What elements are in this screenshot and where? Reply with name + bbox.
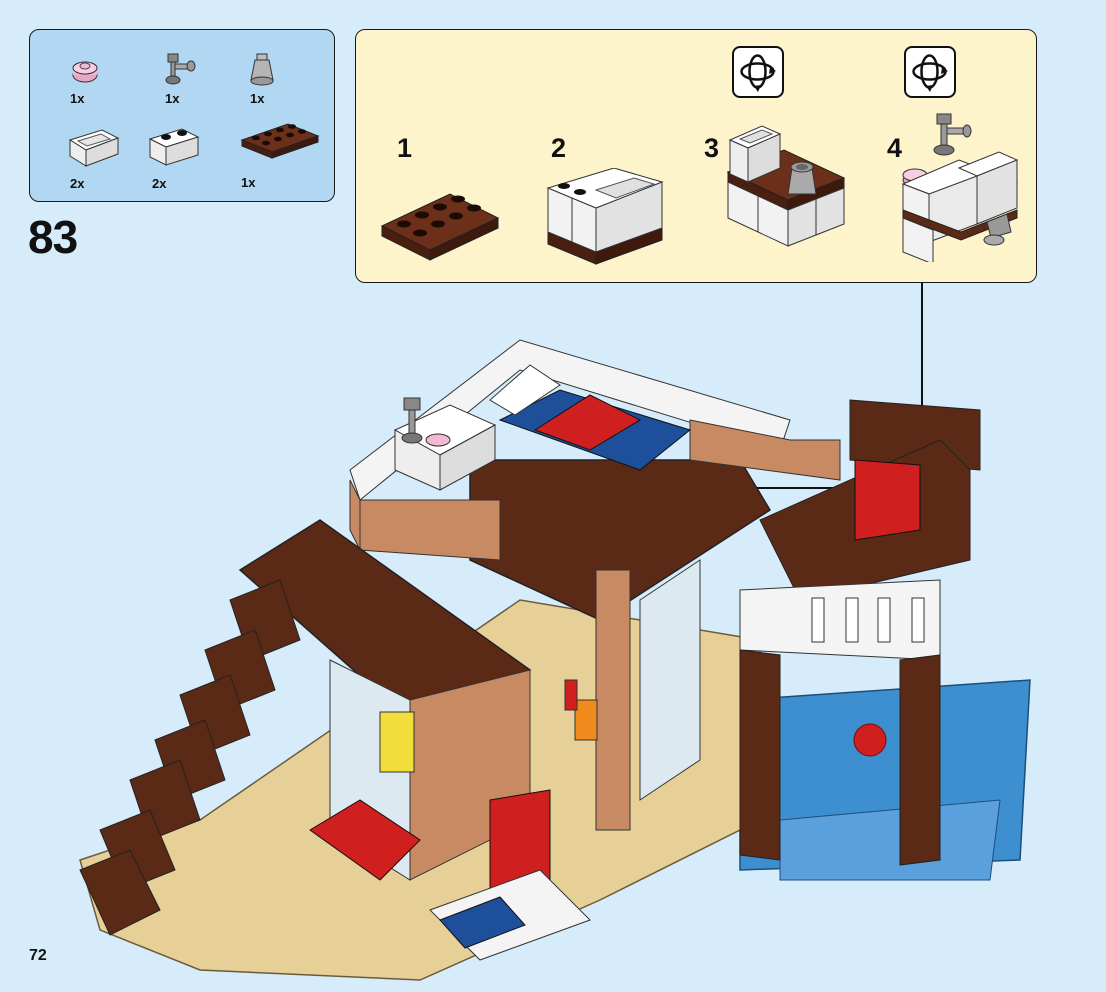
page-number: 72 — [29, 947, 47, 965]
